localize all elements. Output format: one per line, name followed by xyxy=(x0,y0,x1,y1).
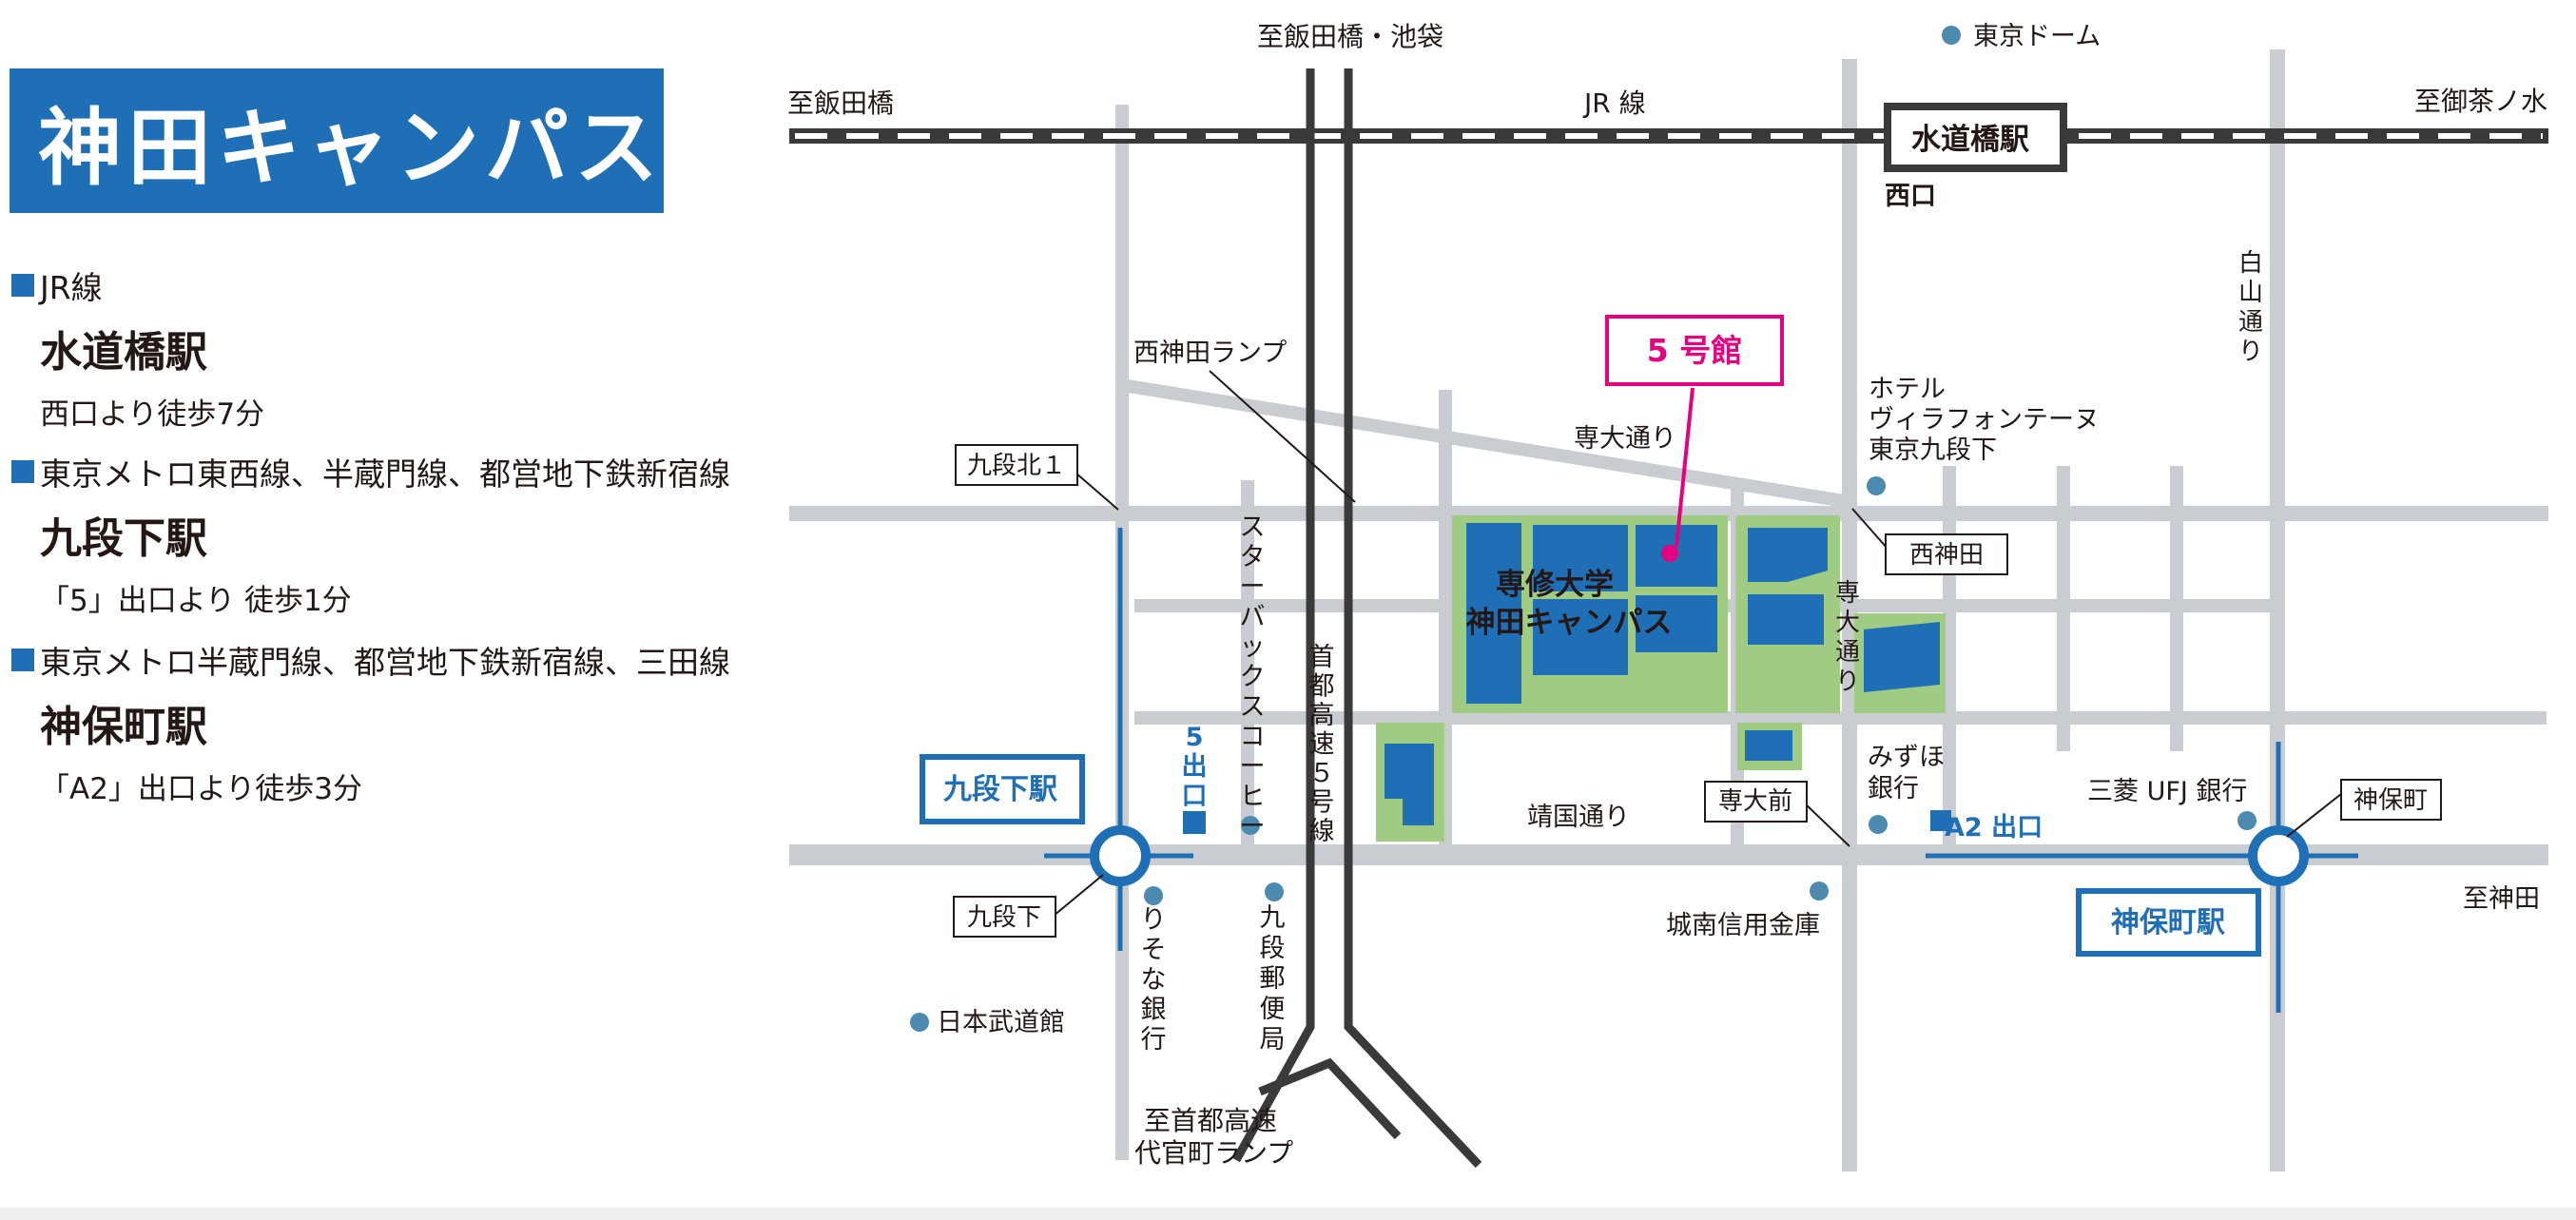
bullet-square-icon xyxy=(11,460,34,483)
senshu-dori-road xyxy=(789,506,2548,521)
hotel-dot xyxy=(1867,476,1886,495)
label-kudankita-1: 九段北１ xyxy=(967,452,1066,480)
expressway xyxy=(1232,68,1482,1169)
label-budokan: 日本武道館 xyxy=(937,1008,1065,1037)
label-hotel-3: 東京九段下 xyxy=(1869,436,1997,465)
budokan-dot xyxy=(910,1013,929,1032)
bullet-square-icon xyxy=(11,274,34,297)
building xyxy=(1533,599,1628,675)
building xyxy=(1385,744,1434,825)
jimbocho-station-box xyxy=(2076,888,2261,957)
label-mizuho-2: 銀行 xyxy=(1868,774,1919,804)
yasukuni-dori-road xyxy=(789,844,2548,865)
label-hakusan-dori: 白山通り xyxy=(2238,249,2263,366)
building xyxy=(1533,525,1628,591)
campus-title-banner: 神田キャンパス xyxy=(10,68,664,213)
label-jonan: 城南信用金庫 xyxy=(1666,911,1820,940)
label-hotel-2: ヴィラフォンテーヌ xyxy=(1869,405,2100,435)
access-line: JR線 xyxy=(40,269,103,306)
building xyxy=(1748,594,1824,645)
label-senshu-dori-top: 専大通り xyxy=(1574,424,1676,454)
access-line: 東京メトロ東西線、半蔵門線、都営地下鉄新宿線 xyxy=(40,455,730,493)
label-building5: 5 号館 xyxy=(1647,332,1742,369)
senshu-dori-v-road xyxy=(1842,59,1857,1172)
access-jimbocho: 東京メトロ半蔵門線、都営地下鉄新宿線、三田線 神保町駅 「A2」出口より徒歩3分 xyxy=(11,637,730,807)
label-resona: りそな銀行 xyxy=(1141,905,1167,1055)
hakusan-dori-road xyxy=(2270,49,2285,1172)
label-mizuho-1: みずほ xyxy=(1868,743,1945,772)
access-jr: JR線 水道橋駅 西口より徒歩7分 xyxy=(11,262,264,433)
jonan-dot xyxy=(1810,881,1829,900)
label-senshu-dori-right: 専大通り xyxy=(1835,579,1860,696)
bottom-band xyxy=(0,1208,2576,1220)
access-station: 神保町駅 xyxy=(40,703,207,751)
post-office-dot xyxy=(1265,882,1284,901)
resona-dot xyxy=(1144,886,1163,905)
access-line: 東京メトロ半蔵門線、都営地下鉄新宿線、三田線 xyxy=(40,644,730,681)
label-a2-exit: A2 出口 xyxy=(1945,813,2043,842)
access-station: 九段下駅 xyxy=(40,514,207,563)
building xyxy=(1748,528,1828,582)
mufg-dot xyxy=(2237,811,2256,830)
mizuho-dot xyxy=(1869,815,1888,834)
label-kudanshita: 九段下 xyxy=(967,903,1041,932)
major-roads xyxy=(789,49,2548,1172)
building xyxy=(1636,595,1717,652)
label-suidobashi-station: 水道橋駅 xyxy=(1911,123,2029,157)
label-nishikanda-ramp: 西神田ランプ xyxy=(1133,339,1287,368)
landmark-dots xyxy=(910,26,2256,1032)
campus-blocks xyxy=(1376,515,1946,842)
starbucks-dot xyxy=(1241,816,1260,835)
jimbocho-station-ring xyxy=(2248,825,2309,886)
label-to-kanda: 至神田 xyxy=(2463,884,2540,914)
jr-line xyxy=(789,128,2548,144)
campus-title: 神田キャンパス xyxy=(38,98,665,197)
access-walk: 西口より徒歩7分 xyxy=(40,397,265,432)
label-to-iidabashi-ikebukuro: 至飯田橋・池袋 xyxy=(1257,21,1443,52)
exit-5-marker xyxy=(1183,811,1206,834)
label-senmae: 専大前 xyxy=(1718,787,1792,816)
building xyxy=(1864,622,1940,692)
kudanshita-station-box xyxy=(920,754,1085,824)
label-to-shuto-2: 代官町ランプ xyxy=(1134,1137,1293,1169)
access-station: 水道橋駅 xyxy=(40,328,207,377)
suidobashi-station-box xyxy=(1884,103,2067,172)
building xyxy=(1745,730,1792,761)
tokyo-dome-dot xyxy=(1942,26,1961,45)
label-starbucks: スターバックスコーヒー xyxy=(1240,513,1266,842)
label-tokyo-dome: 東京ドーム xyxy=(1973,22,2101,51)
label-post-office: 九段郵便局 xyxy=(1260,903,1286,1055)
label-yasukuni-dori: 靖国通り xyxy=(1527,803,1630,832)
building5-leader xyxy=(1675,387,1695,548)
label-jimbocho-station: 神保町駅 xyxy=(2111,906,2225,939)
label-mufg: 三菱 UFJ 銀行 xyxy=(2087,777,2247,806)
access-walk: 「A2」出口より徒歩3分 xyxy=(40,772,363,806)
kudanshita-station-ring xyxy=(1090,825,1151,886)
label-to-ochanomizu: 至御茶ノ水 xyxy=(2414,86,2547,117)
label-nishikanda: 西神田 xyxy=(1909,541,1984,570)
label-to-shuto-1: 至首都高速 xyxy=(1144,1105,1277,1136)
building5-box xyxy=(1605,315,1784,386)
label-hotel-1: ホテル xyxy=(1869,375,1946,404)
label-kudanshita-station: 九段下駅 xyxy=(943,773,1057,806)
label-campus-1: 専修大学 xyxy=(1496,568,1614,602)
exit-a2-marker xyxy=(1930,810,1951,831)
label-boxes xyxy=(953,444,2442,938)
label-expressway: 首都高速５号線 xyxy=(1309,643,1335,846)
label-jimbocho: 神保町 xyxy=(2353,786,2428,815)
bullet-square-icon xyxy=(11,649,34,671)
label-west-exit: 西口 xyxy=(1885,182,1936,211)
building5-dot xyxy=(1661,545,1678,562)
access-walk: 「5」出口より 徒歩1分 xyxy=(40,584,352,618)
label-campus-2: 神田キャンパス xyxy=(1466,606,1673,640)
label-jr-line: JR 線 xyxy=(1582,87,1646,119)
label-to-iidabashi: 至飯田橋 xyxy=(787,87,894,119)
access-kudanshita: 東京メトロ東西線、半蔵門線、都営地下鉄新宿線 九段下駅 「5」出口より 徒歩1分 xyxy=(11,449,730,619)
building xyxy=(1466,523,1521,704)
